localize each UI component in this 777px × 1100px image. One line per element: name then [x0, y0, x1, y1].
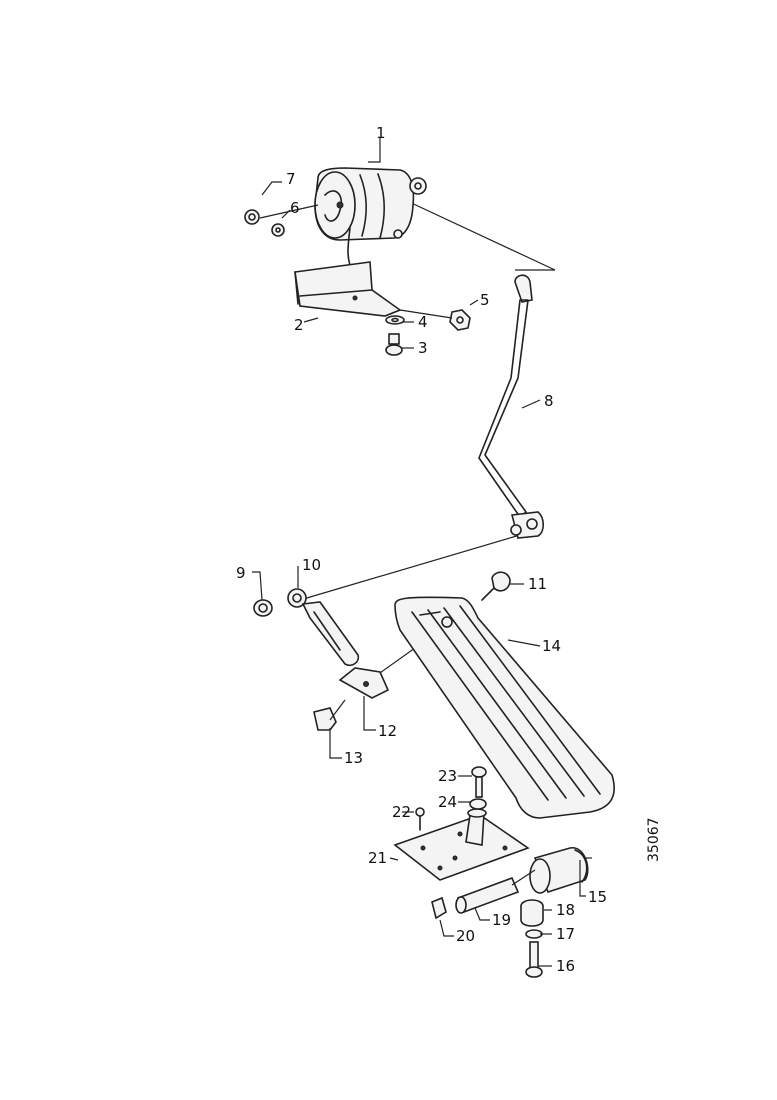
part-1-actuator: [314, 167, 427, 271]
part-12-hinge-plate: [338, 667, 390, 699]
part-22-screw: [415, 807, 425, 831]
callout-15: 15: [588, 888, 607, 906]
part-21-base-plate: [393, 814, 530, 881]
callout-19: 19: [492, 911, 511, 929]
callout-8: 8: [544, 392, 554, 410]
part-7-nut: [244, 204, 319, 225]
callout-4: 4: [418, 313, 428, 331]
part-11-bolt: [481, 571, 511, 601]
reference-number: 35067: [646, 817, 662, 862]
callout-24: 24: [438, 793, 457, 811]
part-6-washer: [271, 223, 285, 237]
part-16-bolt: [525, 941, 543, 978]
callout-7: 7: [286, 170, 296, 188]
callout-12: 12: [378, 722, 397, 740]
callout-17: 17: [556, 925, 575, 943]
part-14-pedal-pad: [394, 596, 615, 819]
part-24-post: [465, 798, 487, 846]
part-2-bracket: [294, 261, 402, 317]
part-19-shaft: [455, 869, 536, 914]
callout-13: 13: [344, 749, 363, 767]
callout-20: 20: [456, 927, 475, 945]
part-20-clip: [431, 896, 447, 920]
part-15-cylinder: [529, 847, 592, 894]
part-17-washer: [525, 929, 543, 939]
part-3-bolt: [385, 333, 403, 356]
part-18-bushing: [520, 899, 544, 927]
callout-1: 1: [376, 124, 386, 142]
callout-2: 2: [294, 316, 304, 334]
callout-23: 23: [438, 767, 457, 785]
part-9-bushing: [253, 599, 273, 617]
callout-11: 11: [528, 575, 547, 593]
callout-labels: 1 2 3 4 5 6 7 8 9 10 11 12 13 14 15 16 1…: [236, 124, 607, 975]
callout-5: 5: [480, 291, 490, 309]
callout-18: 18: [556, 901, 575, 919]
part-5-nut: [399, 309, 471, 331]
callout-16: 16: [556, 957, 575, 975]
callout-22: 22: [392, 803, 411, 821]
part-8-linkage-rod: [478, 274, 545, 539]
callout-10: 10: [302, 556, 321, 574]
part-10-pedal-arm: [287, 588, 360, 667]
callout-6: 6: [290, 199, 300, 217]
part-23-bolt: [471, 766, 487, 798]
part-13-stop-block: [313, 699, 346, 731]
callout-14: 14: [542, 637, 561, 655]
part-4-washer: [385, 315, 405, 325]
callout-3: 3: [418, 339, 428, 357]
callout-leaders: [252, 138, 586, 967]
callout-9: 9: [236, 564, 246, 582]
callout-21: 21: [368, 849, 387, 867]
